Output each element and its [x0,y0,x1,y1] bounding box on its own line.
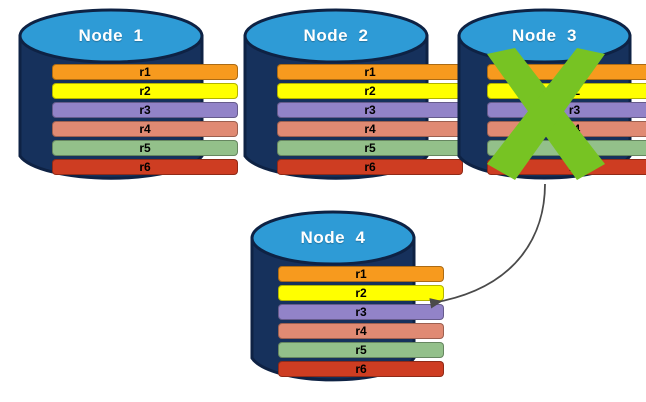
node-3-row-r2[interactable]: r2 [487,83,646,99]
node-2-row-r2[interactable]: r2 [277,83,463,99]
node-4-row-r6[interactable]: r6 [278,361,444,377]
row-label: r4 [139,122,151,136]
node-1-row-r3[interactable]: r3 [52,102,238,118]
node-4-row-r2[interactable]: r2 [278,285,444,301]
row-label: r4 [568,122,581,136]
node-1-row-r1[interactable]: r1 [52,64,238,80]
row-label: r2 [139,84,151,98]
node-4-row-r5[interactable]: r5 [278,342,444,358]
row-label: r5 [355,343,367,357]
row-label: r5 [139,141,151,155]
row-label: r1 [364,65,376,79]
row-label: r2 [568,84,581,98]
row-label: r1 [139,65,151,79]
node-2[interactable]: Node 2 r1 r2 r3 r4 r5 r6 [243,8,463,184]
node-4-row-r3[interactable]: r3 [278,304,444,320]
row-label: r5 [568,141,581,155]
row-label: r3 [139,103,151,117]
node-4-rows: r1 r2 r3 r4 r5 r6 [250,266,472,377]
node-1-row-r2[interactable]: r2 [52,83,238,99]
node-2-row-r1[interactable]: r1 [277,64,463,80]
node-3-row-r6[interactable]: r6 [487,159,646,175]
row-label: r3 [364,103,376,117]
row-label: r6 [568,160,581,174]
row-label: r4 [364,122,376,136]
node-1-rows: r1 r2 r3 r4 r5 r6 [18,64,272,175]
node-1-row-r4[interactable]: r4 [52,121,238,137]
node-1-row-r5[interactable]: r5 [52,140,238,156]
row-label: r1 [568,65,581,79]
node-3-row-r5[interactable]: r5 [487,140,646,156]
node-3-rows: r1 r2 r3 r4 r5 r6 [457,64,646,175]
node-1[interactable]: Node 1 r1 r2 r3 r4 r5 r6 [18,8,238,184]
node-4-row-r4[interactable]: r4 [278,323,444,339]
node-1-row-r6[interactable]: r6 [52,159,238,175]
node-4[interactable]: Node 4 r1 r2 r3 r4 r5 r6 [250,210,444,386]
row-label: r2 [364,84,376,98]
node-2-row-r4[interactable]: r4 [277,121,463,137]
row-label: r6 [364,160,376,174]
row-label: r3 [568,103,581,117]
node-2-row-r6[interactable]: r6 [277,159,463,175]
row-label: r6 [139,160,151,174]
node-3-row-r4[interactable]: r4 [487,121,646,137]
row-label: r2 [355,286,367,300]
node-2-row-r5[interactable]: r5 [277,140,463,156]
node-2-rows: r1 r2 r3 r4 r5 r6 [243,64,497,175]
row-label: r1 [355,267,367,281]
node-3-row-r1[interactable]: r1 [487,64,646,80]
row-label: r4 [355,324,367,338]
row-label: r6 [355,362,367,376]
row-label: r3 [355,305,367,319]
node-3[interactable]: Node 3 r1 r2 r3 r4 r5 r6 [457,8,646,184]
node-2-row-r3[interactable]: r3 [277,102,463,118]
node-4-row-r1[interactable]: r1 [278,266,444,282]
row-label: r5 [364,141,376,155]
node-3-row-r3[interactable]: r3 [487,102,646,118]
